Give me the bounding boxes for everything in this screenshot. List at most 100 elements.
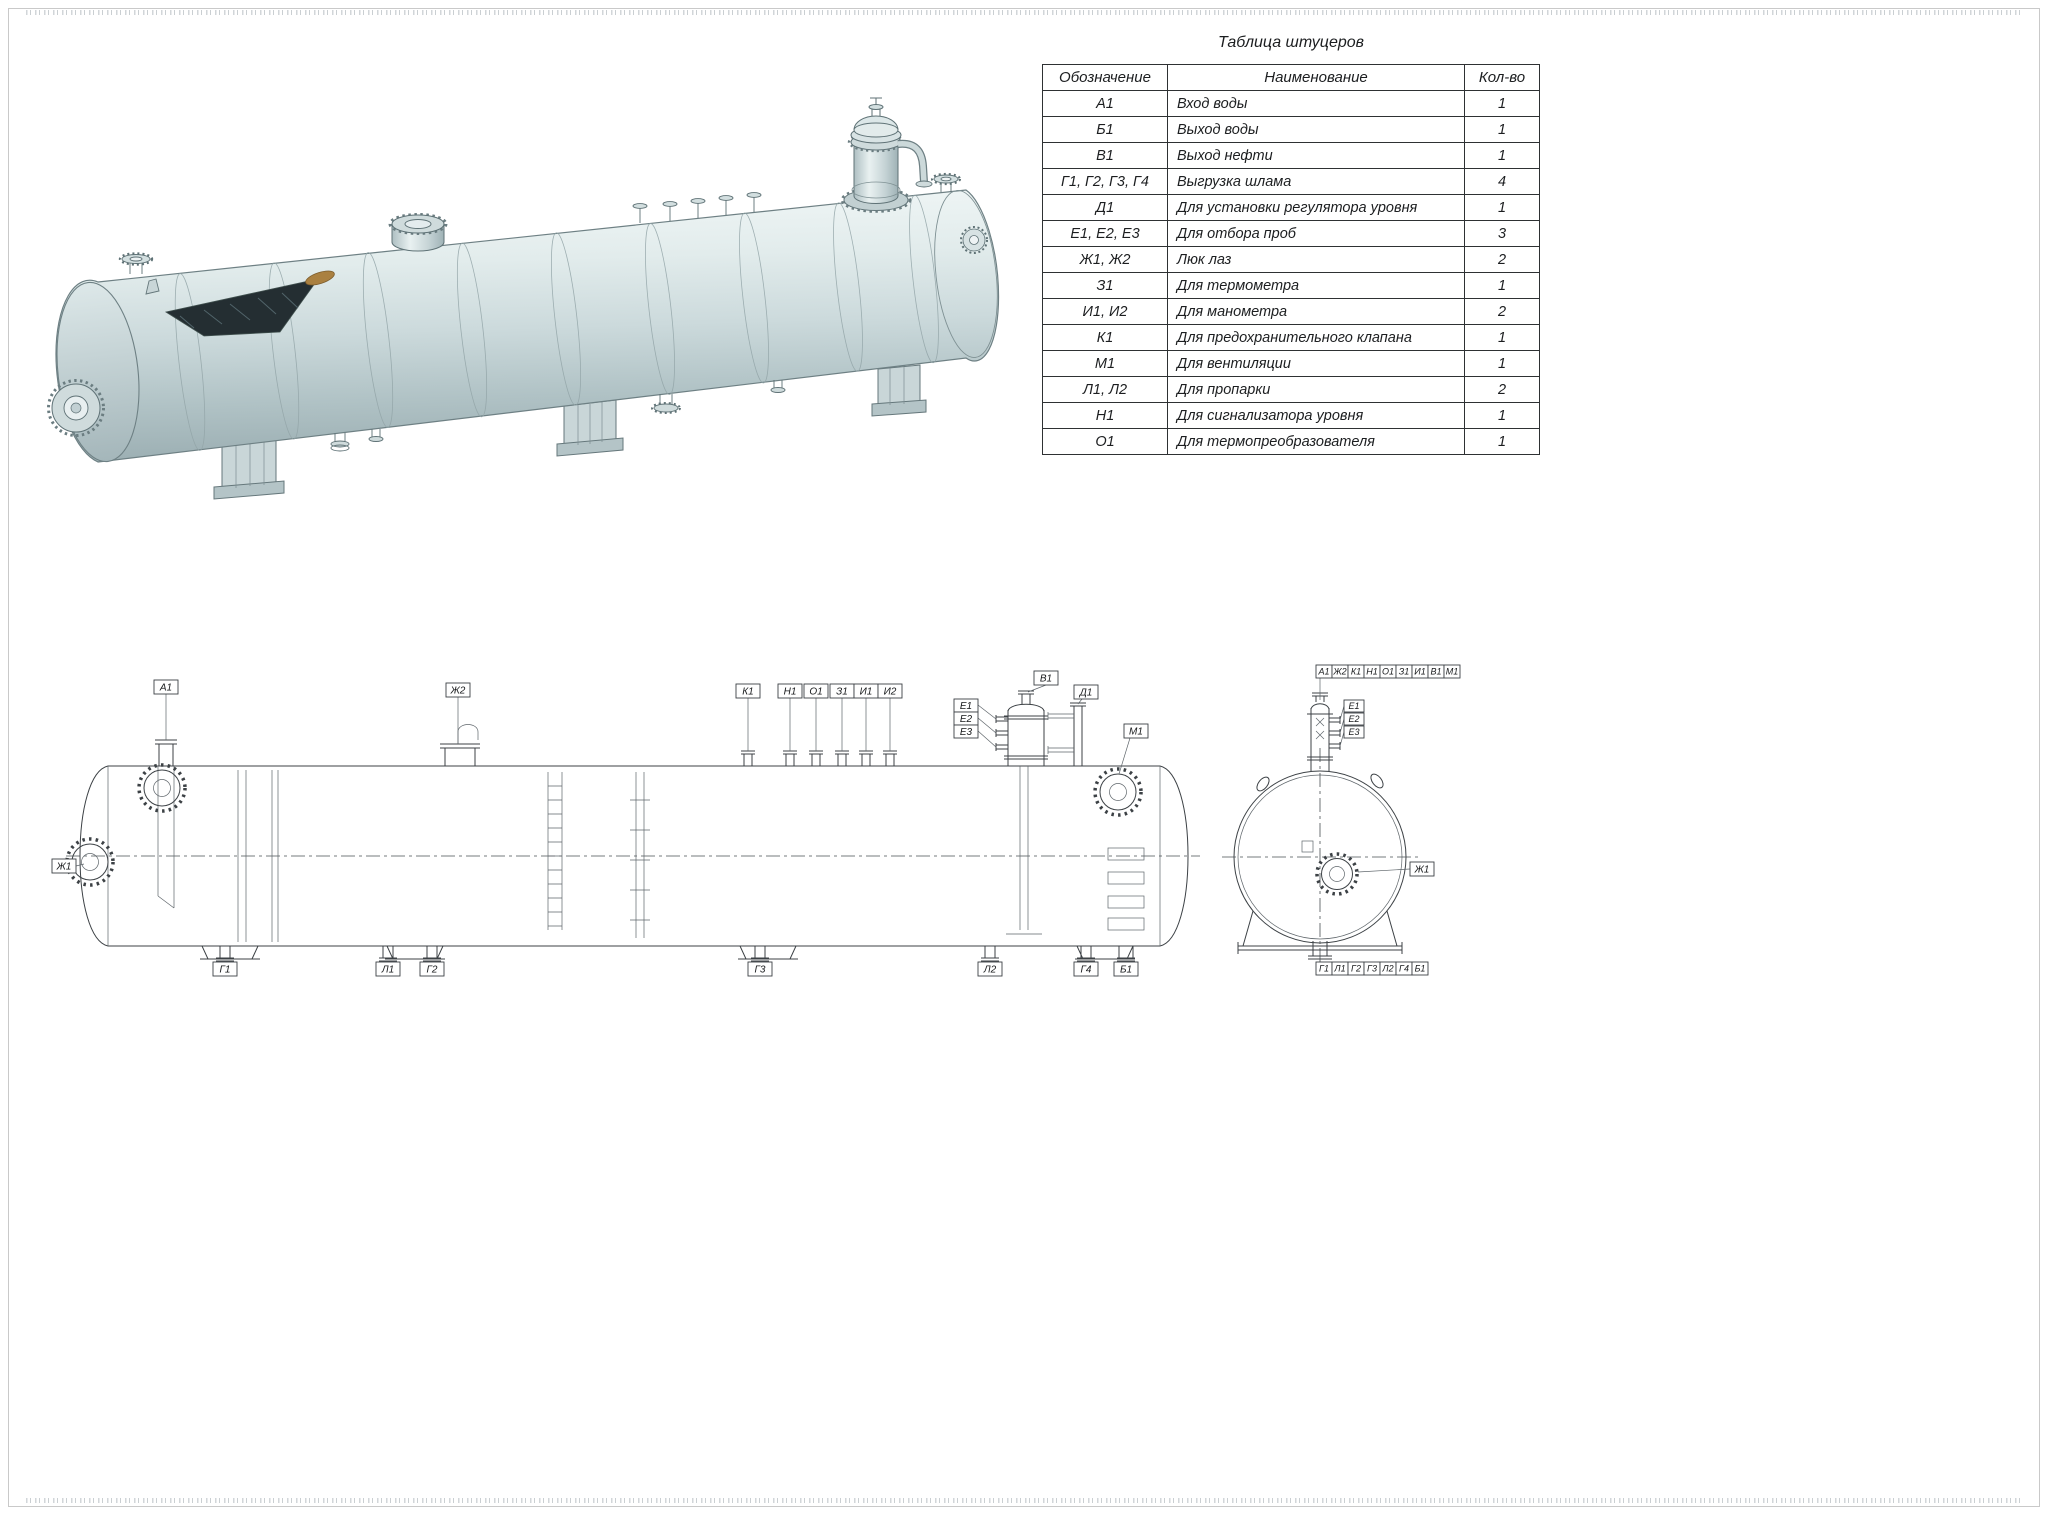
nozzle-cell-code: Л1, Л2 [1042, 376, 1168, 403]
side-v1-drum [995, 690, 1048, 766]
left-end-manhole-flange [47, 379, 105, 437]
nozzle-cell-qty: 1 [1464, 272, 1540, 299]
nozzle-cell-qty: 1 [1464, 402, 1540, 429]
strip-b1: Б1 [1415, 964, 1426, 974]
callout-g1: Г1 [219, 965, 230, 976]
orthographic-views: А1 Ж2 К1 Н1 О1 З1 И1 И2 В1 Д1 М1 Е1 Е2 Е… [51, 664, 1461, 977]
nozzle-g4 [1077, 946, 1095, 962]
end-centerlines [1222, 748, 1418, 972]
callout-l1: Л1 [381, 965, 394, 976]
strip-l2: Л2 [1381, 964, 1393, 974]
nozzle-i2 [883, 750, 897, 766]
callout-g2: Г2 [426, 965, 437, 976]
nozzle-cell-code: И1, И2 [1042, 298, 1168, 325]
side-saddles [200, 945, 1135, 960]
header-code: Обозначение [1042, 64, 1168, 91]
nozzle-g3 [751, 946, 769, 962]
callout-k1: К1 [742, 687, 753, 698]
callout-l2: Л2 [983, 965, 997, 976]
nozzle-cell-name: Вход воды [1167, 90, 1465, 117]
nozzle-cell-name: Для отбора проб [1167, 220, 1465, 247]
end-saddle [1237, 910, 1403, 954]
callout-v1: В1 [1040, 674, 1052, 685]
nozzle-i1 [859, 750, 873, 766]
side-internals [157, 766, 1145, 942]
callout-m1: М1 [1129, 727, 1143, 738]
nozzle-o1 [809, 750, 823, 766]
side-callouts: А1 Ж2 К1 Н1 О1 З1 И1 И2 В1 Д1 М1 Е1 Е2 Е… [51, 670, 1149, 977]
end-sample-labels: Е1 Е2 Е3 [1343, 699, 1365, 739]
nozzle-cell-name: Люк лаз [1167, 246, 1465, 273]
end-v1-drum [1307, 692, 1341, 771]
strip-g1: Г1 [1319, 964, 1329, 974]
vent-cover-m1 [1093, 767, 1143, 817]
header-name: Наименование [1167, 64, 1465, 91]
internal-cutaway [164, 270, 335, 337]
nozzle-cell-code: М1 [1042, 350, 1168, 377]
nozzle-cell-code: А1 [1042, 90, 1168, 117]
strip-l1: Л1 [1333, 964, 1345, 974]
end-bottom-nozzle [1308, 941, 1332, 960]
nozzle-cell-name: Для пропарки [1167, 376, 1465, 403]
nozzle-cell-qty: 4 [1464, 168, 1540, 195]
nozzle-zh2 [440, 743, 480, 766]
end-manhole-zh1 [1301, 840, 1359, 896]
callout-i1: И1 [860, 687, 873, 698]
vessel-shell [55, 189, 1000, 463]
nozzle-l2 [981, 946, 999, 962]
nozzle-cell-code: Д1 [1042, 194, 1168, 221]
callout-zh1: Ж1 [56, 862, 72, 873]
nozzle-cell-qty: 3 [1464, 220, 1540, 247]
strip-o1: О1 [1382, 667, 1394, 677]
strip-g2: Г2 [1351, 964, 1361, 974]
nozzle-cell-code: В1 [1042, 142, 1168, 169]
callout-o1: О1 [809, 687, 822, 698]
nozzle-cell-name: Для сигнализатора уровня [1167, 402, 1465, 429]
nozzle-cell-name: Для установки регулятора уровня [1167, 194, 1465, 221]
saddle-supports [213, 364, 927, 500]
nozzle-z1 [835, 750, 849, 766]
safety-valve-nozzle [930, 172, 962, 192]
vessel-right-head-rim [934, 190, 998, 358]
nozzle-table-title: Таблица штуцеров [1217, 34, 1364, 51]
strip-a1: А1 [1317, 667, 1329, 677]
end-top-strip: А1 Ж2 К1 Н1 О1 З1 И1 В1 М1 [1315, 664, 1461, 679]
callout-zh2: Ж2 [450, 686, 466, 697]
strip-g3: Г3 [1367, 964, 1377, 974]
nozzle-cell-qty: 1 [1464, 350, 1540, 377]
strip-i1: И1 [1414, 667, 1425, 677]
nozzle-cell-qty: 2 [1464, 246, 1540, 273]
strip-n1: Н1 [1366, 667, 1378, 677]
nozzle-b1 [1117, 946, 1135, 962]
callout-g3: Г3 [754, 965, 765, 976]
strip-m1: М1 [1446, 667, 1459, 677]
callout-e2: Е2 [960, 714, 973, 725]
scan-artifact-top [26, 10, 2022, 15]
nozzle-n1 [783, 750, 797, 766]
end-e3: Е3 [1348, 727, 1359, 737]
header-qty: Кол-во [1464, 64, 1540, 91]
end-leaders [1319, 678, 1411, 962]
nozzle-l1 [379, 946, 397, 962]
nozzle-cell-name: Для вентиляции [1167, 350, 1465, 377]
nozzle-cell-name: Выход воды [1167, 116, 1465, 143]
nozzle-cell-name: Для манометра [1167, 298, 1465, 325]
internal-weir-part [305, 270, 335, 286]
nozzle-table: Таблица штуцеров Обозначение Наименовани… [1042, 34, 1540, 455]
nozzle-cell-qty: 1 [1464, 428, 1540, 455]
nozzle-cell-qty: 1 [1464, 90, 1540, 117]
nozzle-cell-qty: 1 [1464, 194, 1540, 221]
nozzle-cell-code: Б1 [1042, 116, 1168, 143]
end-e1: Е1 [1348, 701, 1359, 711]
callout-e1: Е1 [960, 701, 972, 712]
strip-z1: З1 [1399, 667, 1410, 677]
